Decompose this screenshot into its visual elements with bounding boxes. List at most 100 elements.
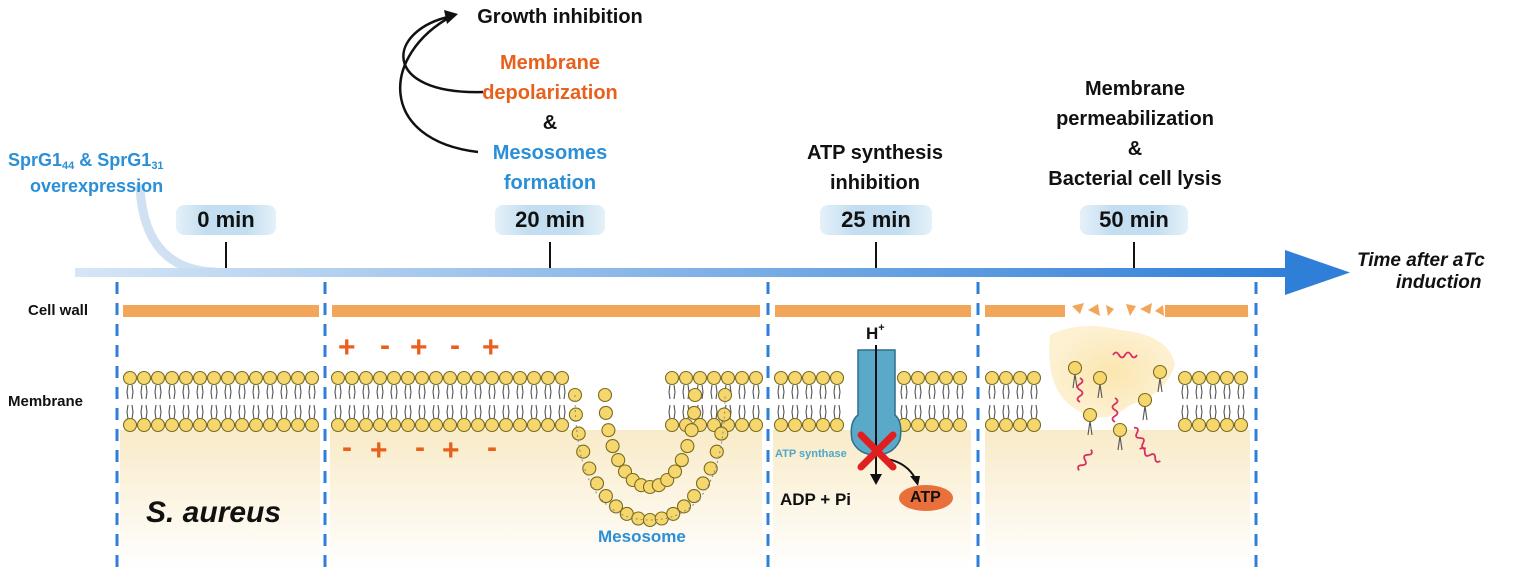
lipid-tail — [810, 384, 813, 400]
lipid-tail — [956, 404, 959, 420]
time-axis-shaft — [75, 268, 1290, 277]
lipid-head — [608, 499, 624, 514]
lipid-tail — [544, 404, 547, 420]
lipid-tail — [294, 384, 297, 400]
lipid-head — [498, 370, 514, 386]
lipid-tail — [535, 384, 538, 400]
lipid-head — [150, 370, 166, 386]
lipid-tail — [353, 404, 356, 420]
lipid-tail — [516, 404, 519, 420]
lipid-head — [952, 370, 968, 386]
charge-inner-1: - — [342, 431, 352, 464]
lipid-head — [470, 417, 486, 433]
lipid-tail — [437, 384, 440, 400]
lipid-tail — [1181, 404, 1184, 420]
lipid-tail — [668, 404, 671, 420]
lipid-head — [220, 417, 236, 433]
lipid-tail — [777, 404, 780, 420]
membrane-panel-3-right — [896, 370, 968, 433]
lipid-tail — [1021, 384, 1024, 400]
lipid-head — [924, 417, 940, 433]
lipid-tail — [549, 384, 552, 400]
mesosome-label: Mesosome — [598, 527, 686, 546]
lipid-tail — [252, 384, 255, 400]
lipid-tail — [187, 384, 190, 400]
lipid-tail — [1099, 383, 1103, 399]
lipid-head — [703, 461, 718, 476]
lipid-tail — [460, 404, 463, 420]
lipid-tail — [479, 404, 482, 420]
lipid-tail — [362, 384, 365, 400]
lipid-tail — [390, 384, 393, 400]
lipid-head — [998, 417, 1014, 433]
lipid-tail — [752, 384, 755, 400]
lipid-head — [829, 370, 845, 386]
proton-arrowhead — [870, 474, 882, 485]
lipid-head — [178, 370, 194, 386]
lipid-head — [512, 370, 528, 386]
lipid-head — [1219, 370, 1235, 386]
lipid-tail — [914, 384, 917, 400]
lipid-tail — [530, 384, 533, 400]
lipid-head — [984, 370, 1000, 386]
time-badge-20min: 20 min — [495, 205, 605, 235]
lipid-tail — [313, 404, 316, 420]
lipid-head — [582, 461, 597, 476]
lipid-tail — [381, 384, 384, 400]
membrane-panel-4-left — [984, 370, 1042, 433]
atp-conversion-arrowhead — [910, 476, 920, 486]
lipid-tail — [215, 384, 218, 400]
lipid-head — [589, 476, 605, 491]
lipid-tail — [215, 404, 218, 420]
lipid-tail — [1021, 404, 1024, 420]
lipid-tail — [1214, 404, 1217, 420]
lipid-tail — [348, 404, 351, 420]
lipid-tail — [334, 384, 337, 400]
lipid-tail — [563, 404, 566, 420]
atp-synthase — [850, 345, 953, 511]
lipid-tail — [993, 404, 996, 420]
lipid-head — [998, 370, 1014, 386]
lipid-head — [344, 370, 360, 386]
lipid-head — [773, 370, 789, 386]
lipid-tail — [1119, 435, 1123, 451]
lipid-tail — [474, 404, 477, 420]
lipid-head — [554, 370, 570, 386]
lipid-head — [611, 453, 626, 468]
lipid-tail — [451, 384, 454, 400]
growth-arrowhead — [444, 10, 458, 24]
lipid-head — [787, 370, 803, 386]
lipid-tail — [488, 404, 491, 420]
panel-separators — [115, 282, 1258, 575]
lysis-panel — [1049, 326, 1175, 471]
lipid-tail — [743, 384, 746, 400]
lipid-head — [192, 417, 208, 433]
charge-inner-4: + — [442, 434, 460, 467]
lipid-tail — [1223, 384, 1226, 400]
lipid-tail — [210, 404, 213, 420]
lipid-tail — [376, 384, 379, 400]
lipid-tail — [334, 404, 337, 420]
lipid-tail — [285, 404, 288, 420]
lipid-tail — [395, 384, 398, 400]
lipid-tail — [201, 404, 204, 420]
lipid-tail — [502, 404, 505, 420]
lipid-tail — [757, 384, 760, 400]
lipid-head — [598, 405, 613, 420]
lipid-tail — [488, 384, 491, 400]
lipid-head — [150, 417, 166, 433]
lipid-tail — [238, 404, 241, 420]
lipid-tail — [1186, 404, 1189, 420]
atp-inhibition-label-1: ATP synthesis — [807, 142, 943, 164]
lipid-head — [717, 407, 732, 422]
lipid-tail — [777, 384, 780, 400]
lipid-tail — [126, 404, 129, 420]
lipid-tail — [187, 404, 190, 420]
growth-arrow-lower — [398, 14, 479, 154]
lipid-head — [597, 387, 613, 403]
lipid-tail — [782, 404, 785, 420]
cell-wall-1 — [123, 305, 319, 317]
lipid-tail — [710, 404, 713, 420]
